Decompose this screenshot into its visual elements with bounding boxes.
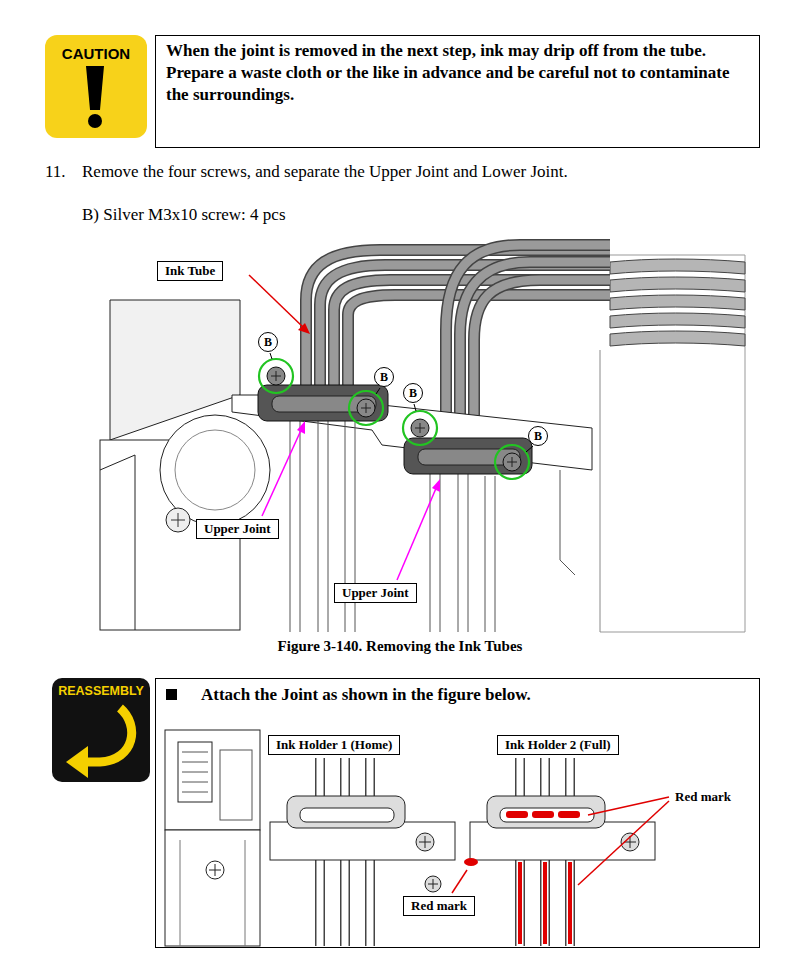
joint-base (232, 395, 592, 632)
red-mark-leader (452, 797, 669, 893)
highlight-circle (259, 359, 529, 479)
callout-box: Upper Joint (196, 519, 279, 539)
node-text: B (409, 387, 417, 399)
red-mark (464, 811, 580, 944)
reassembly-icon (52, 678, 150, 782)
figure-caption: Figure 3-140. Removing the Ink Tubes (0, 638, 787, 655)
ink-holder-joint (270, 758, 655, 946)
node-text: When the joint is removed in the next st… (166, 40, 751, 106)
reassembly-arrow (82, 708, 132, 762)
leader-line (270, 353, 533, 452)
printer-mechanism (100, 255, 745, 632)
node-text: Upper Joint (342, 585, 409, 601)
callout-box: Upper Joint (334, 583, 417, 603)
node-text: Ink Tube (165, 263, 215, 279)
callout-letter: B (374, 367, 394, 387)
reassembly-arrowhead (66, 746, 88, 778)
node-text: B (534, 430, 542, 442)
node-text: Ink Holder 1 (Home) (276, 737, 392, 753)
parts-note: B) Silver M3x10 screw: 4 pcs (82, 205, 286, 225)
callout-label: Red mark (673, 789, 733, 805)
node-text: B (264, 336, 272, 348)
exclamation-dot (88, 114, 102, 128)
icon-label: CAUTION (45, 45, 147, 62)
icon-label: REASSEMBLY (52, 684, 150, 698)
callout-letter: B (403, 383, 423, 403)
callout-box: Ink Holder 1 (Home) (268, 735, 400, 755)
node-text: B (380, 371, 388, 383)
node-text: Attach the Joint as shown in the figure … (201, 684, 751, 706)
callout-box: Ink Tube (157, 261, 223, 281)
caution-box: When the joint is removed in the next st… (155, 35, 760, 148)
node-text: Ink Holder 2 (Full) (505, 737, 611, 753)
node-text: Upper Joint (204, 521, 271, 537)
caution-icon (45, 35, 147, 138)
callout-letter: B (528, 426, 548, 446)
upper-joint-part (258, 385, 532, 474)
exclamation-bar (86, 66, 104, 110)
node-text: Red mark (411, 898, 467, 914)
reassembly-figure (165, 730, 260, 946)
callout-box: Red mark (403, 896, 475, 916)
bullet (166, 689, 177, 700)
step-text: Remove the four screws, and separate the… (82, 162, 568, 182)
callout-letter: B (258, 332, 278, 352)
reassembly-box: Attach the Joint as shown in the figure … (155, 678, 760, 948)
tube-bundle (610, 259, 745, 346)
upper-joint-arrow (262, 421, 440, 580)
callout-box: Ink Holder 2 (Full) (497, 735, 619, 755)
step-number: 11. (45, 162, 66, 182)
ink-tube-arrow (249, 275, 310, 334)
screw (267, 367, 521, 471)
